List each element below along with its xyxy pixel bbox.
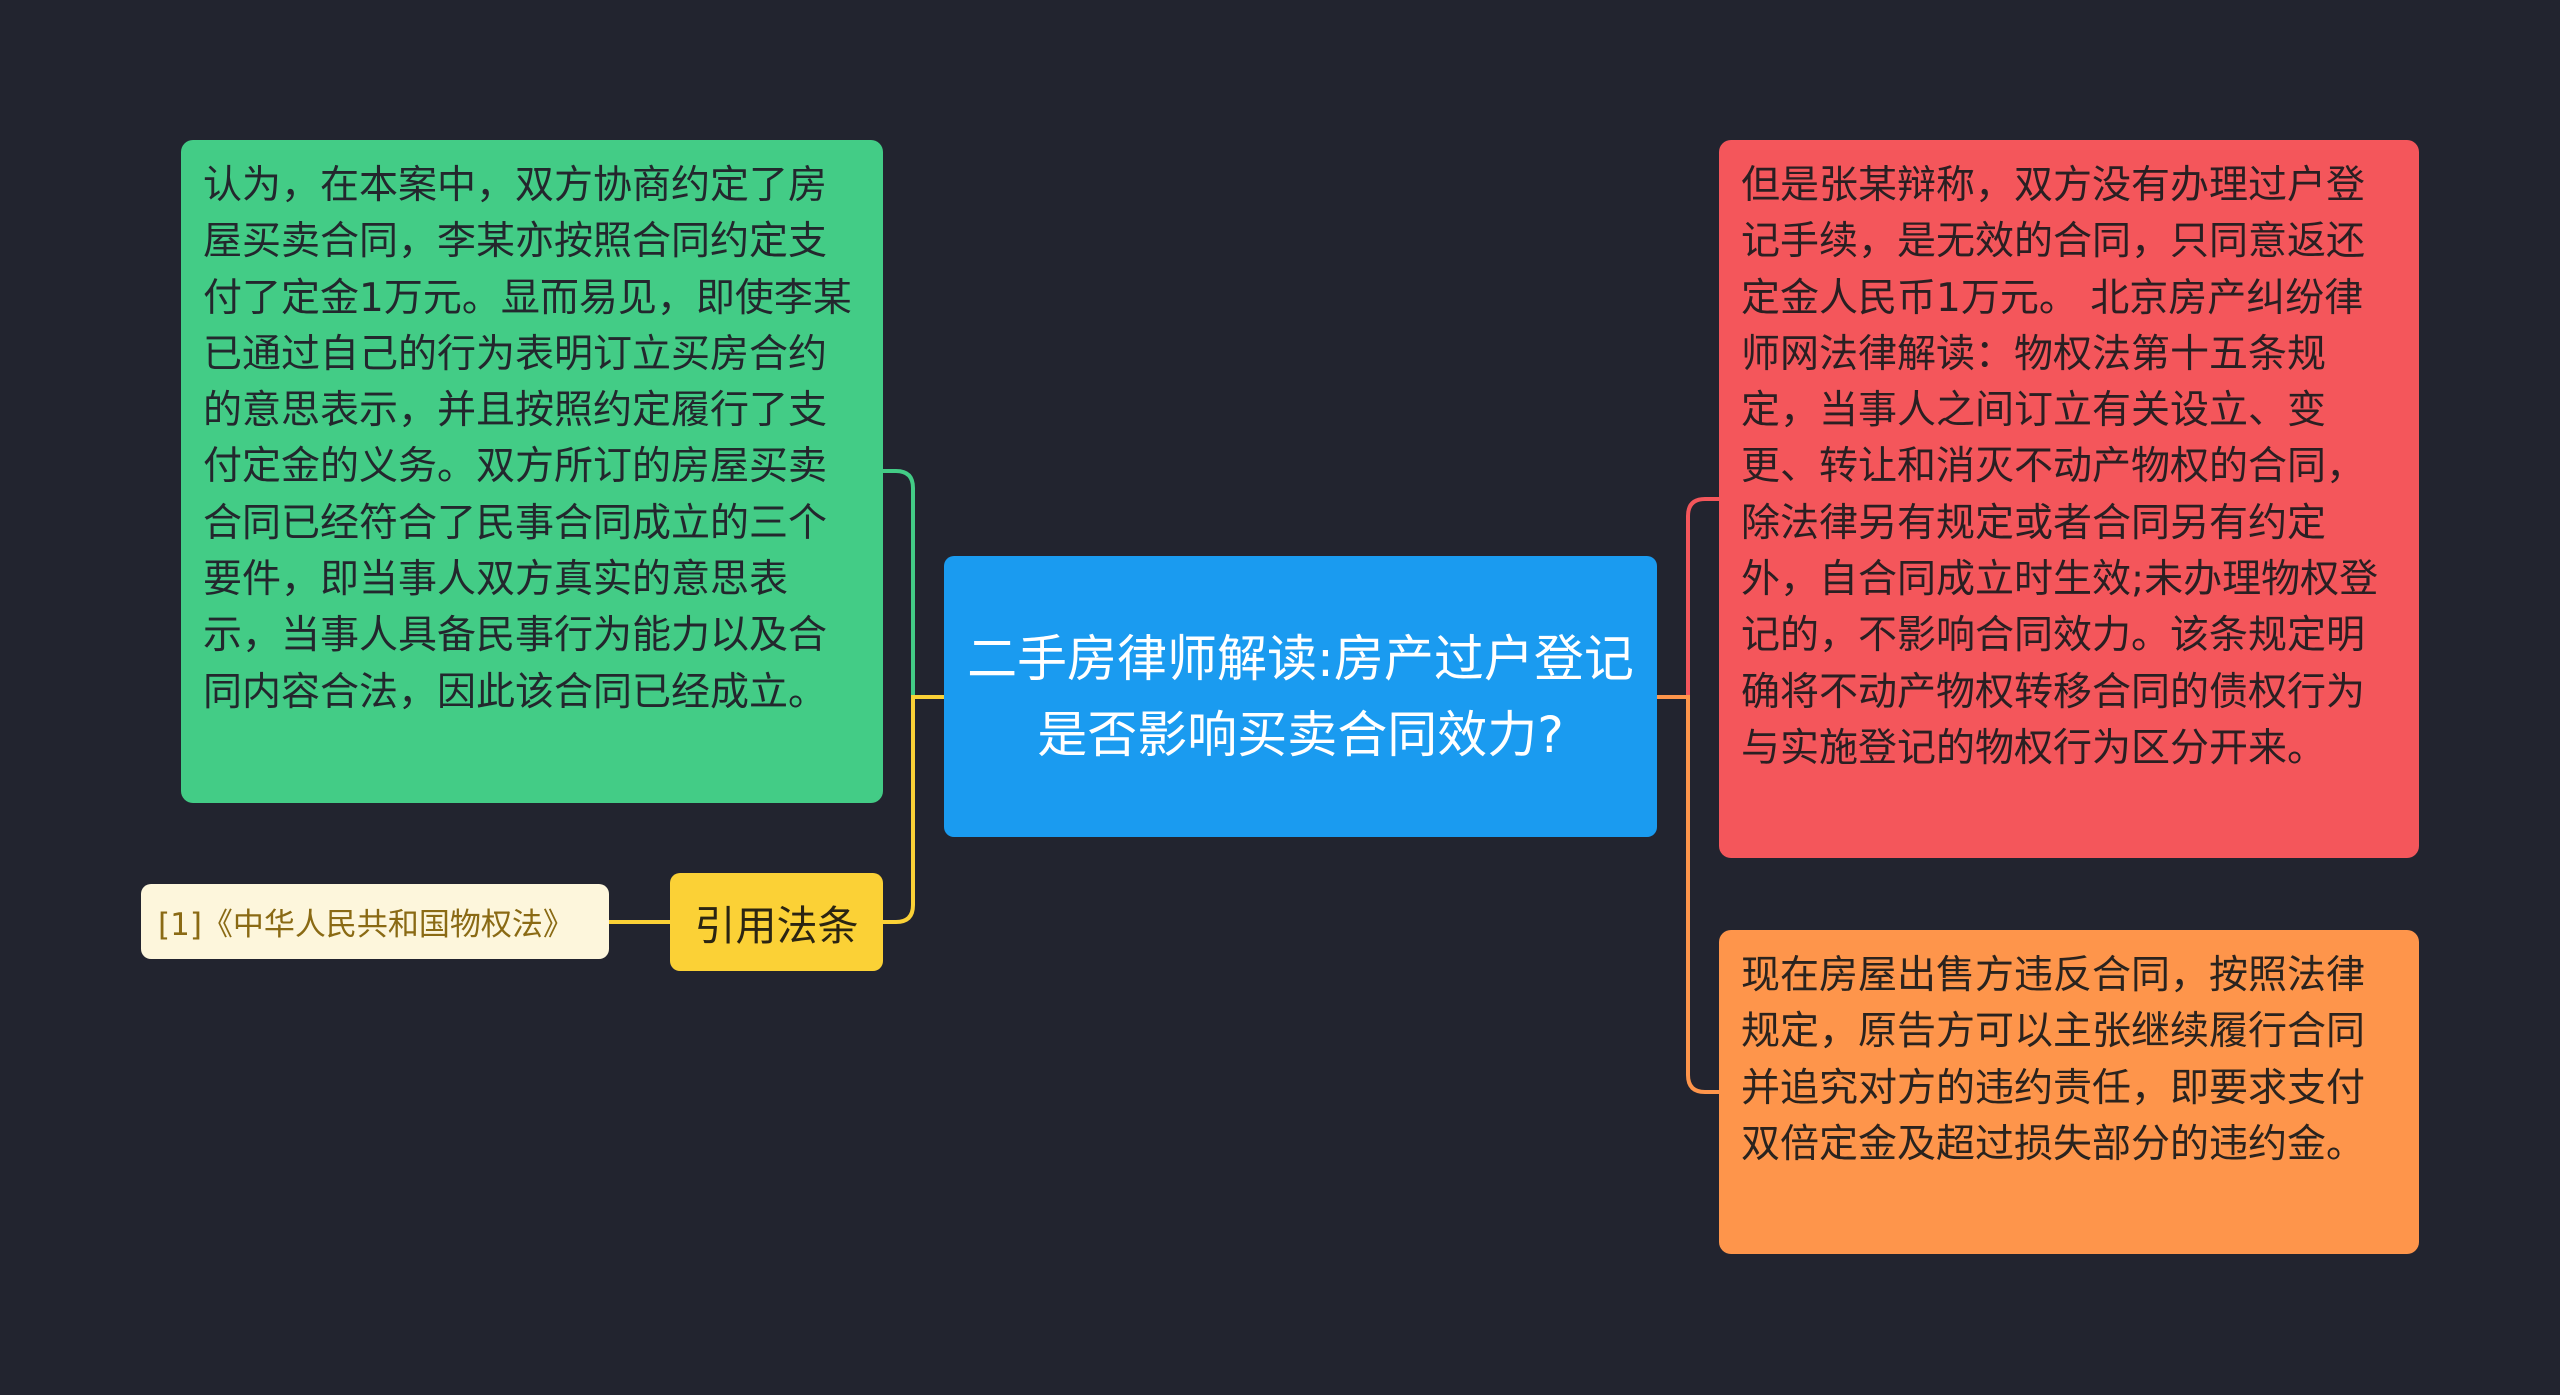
left-branch-node[interactable]: 认为，在本案中，双方协商约定了房屋买卖合同，李某亦按照合同约定支付了定金1万元。…	[181, 140, 883, 803]
reference-node[interactable]: [1]《中华人民共和国物权法》	[141, 884, 609, 959]
connector-root-to-left	[883, 469, 944, 699]
citation-node[interactable]: 引用法条	[670, 873, 883, 971]
right-branch-node-1[interactable]: 但是张某辩称，双方没有办理过户登记手续，是无效的合同，只同意返还定金人民币1万元…	[1719, 140, 2419, 858]
connector-root-to-right2	[1657, 695, 1719, 1094]
reference-label: [1]《中华人民共和国物权法》	[158, 907, 574, 943]
right-branch-node-2[interactable]: 现在房屋出售方违反合同，按照法律规定，原告方可以主张继续履行合同并追究对方的违约…	[1719, 930, 2419, 1254]
citation-label: 引用法条	[694, 902, 859, 950]
root-topic-label: 二手房律师解读:房产过户登记是否影响买卖合同效力?	[967, 629, 1634, 764]
connector-root-to-right1	[1657, 497, 1719, 699]
root-topic-node[interactable]: 二手房律师解读:房产过户登记是否影响买卖合同效力?	[944, 556, 1657, 837]
connector-root-to-citation	[883, 695, 944, 924]
